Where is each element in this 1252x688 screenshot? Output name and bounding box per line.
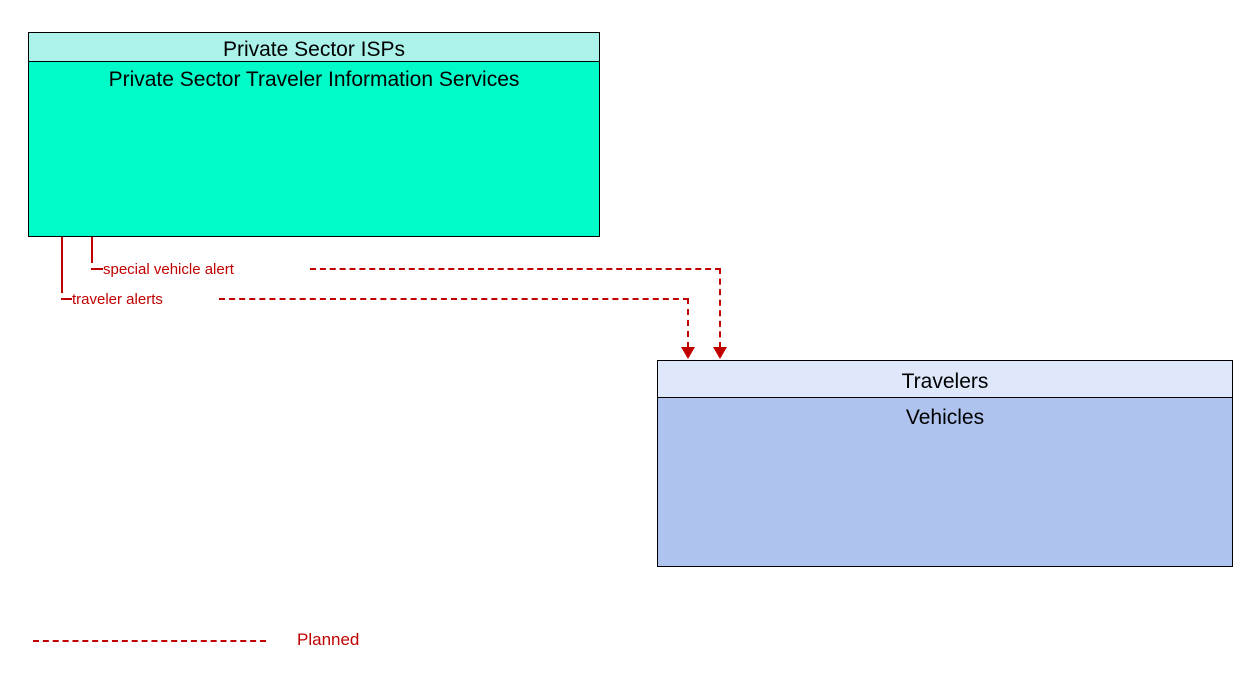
node-travelers-vehicles[interactable]: Travelers Vehicles: [657, 360, 1233, 567]
node-travelers-vehicles-body: Vehicles: [658, 398, 1232, 566]
flow-traveler-alerts-descend: [687, 298, 689, 348]
flow-traveler-alerts-run: [219, 298, 689, 300]
legend-dashed-line-icon: [33, 640, 266, 642]
flow-special-vehicle-alert-run: [310, 268, 721, 270]
flow-label-traveler-alerts: traveler alerts: [72, 291, 163, 308]
flow-special-vehicle-alert-elbow: [91, 268, 103, 270]
node-travelers-vehicles-header: Travelers: [658, 361, 1232, 398]
flow-special-vehicle-alert-arrow-icon: [713, 347, 727, 359]
flow-traveler-alerts-drop: [61, 237, 63, 293]
flow-traveler-alerts-elbow: [61, 298, 72, 300]
legend-label-planned: Planned: [297, 630, 360, 649]
flow-special-vehicle-alert-descend: [719, 268, 721, 348]
flow-label-special-vehicle-alert: special vehicle alert: [103, 261, 234, 278]
node-private-sector-isps[interactable]: Private Sector ISPs Private Sector Trave…: [28, 32, 600, 237]
flow-special-vehicle-alert-drop: [91, 237, 93, 263]
flow-traveler-alerts-arrow-icon: [681, 347, 695, 359]
node-private-sector-isps-body: Private Sector Traveler Information Serv…: [29, 62, 599, 236]
node-private-sector-isps-header: Private Sector ISPs: [29, 33, 599, 62]
